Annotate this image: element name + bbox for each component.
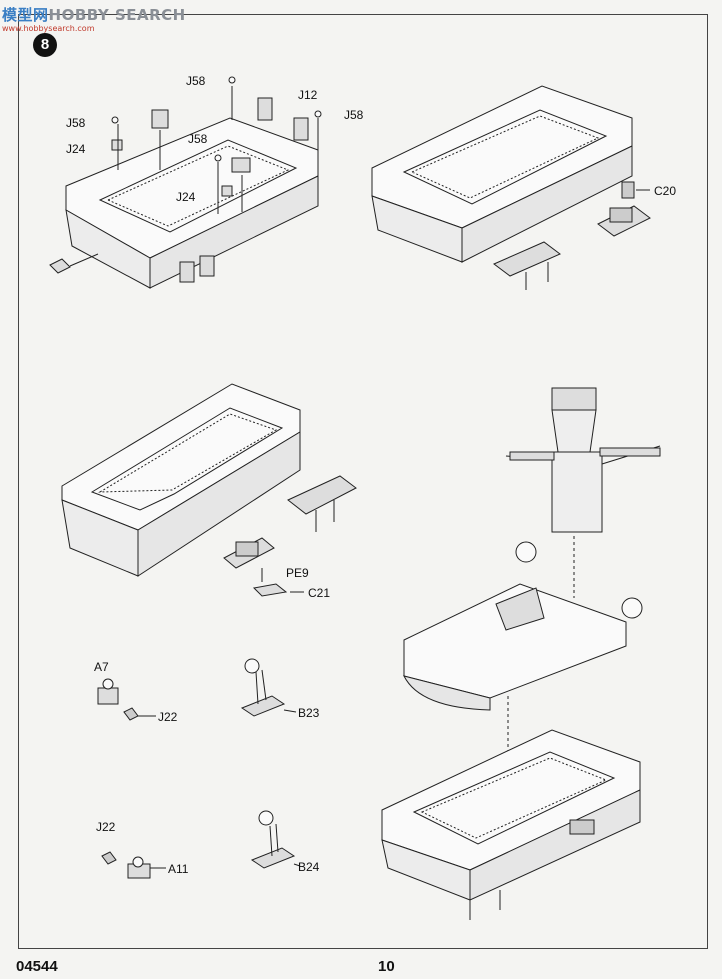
- label-a7: A7: [94, 660, 109, 674]
- watermark-url: www.hobbysearch.com: [2, 24, 95, 33]
- product-code: 04544: [16, 958, 58, 975]
- sub-assembly-a7-j22: [97, 678, 156, 721]
- hull-assembly-1: [49, 76, 322, 289]
- label-c21: C21: [308, 586, 331, 600]
- label-j12: J12: [298, 88, 318, 102]
- label-j24-left: J24: [66, 142, 86, 156]
- label-j58-top: J58: [186, 74, 206, 88]
- label-j58-right: J58: [344, 108, 364, 122]
- label-a11: A11: [168, 862, 189, 876]
- watermark-cn: 模型网: [2, 6, 49, 24]
- label-j22-lower: J22: [96, 820, 116, 834]
- label-b24: B24: [298, 860, 320, 874]
- page-frame: [18, 14, 708, 949]
- small-parts-1: [111, 76, 322, 214]
- watermark-en: HOBBY SEARCH: [48, 6, 186, 24]
- hull-assembly-3: [61, 383, 357, 597]
- label-j58-left: J58: [66, 116, 86, 130]
- page-number: 10: [378, 958, 395, 975]
- superstructure-assembly: [403, 387, 661, 778]
- label-j58-mid: J58: [188, 132, 208, 146]
- label-c20: C20: [654, 184, 677, 198]
- step-number-badge: 8: [33, 33, 57, 57]
- label-j22-upper: J22: [158, 710, 178, 724]
- label-j24-mid: J24: [176, 190, 196, 204]
- watermark-logo: 模型网HOBBY SEARCH: [2, 4, 186, 25]
- hull-assembly-5: [381, 729, 641, 920]
- sub-assembly-b24: [250, 810, 301, 869]
- label-pe9: PE9: [286, 566, 309, 580]
- sub-assembly-b23: [240, 658, 297, 717]
- sub-assembly-j22-a11: [101, 851, 166, 879]
- label-b23: B23: [298, 706, 320, 720]
- hull-assembly-2: [371, 85, 651, 290]
